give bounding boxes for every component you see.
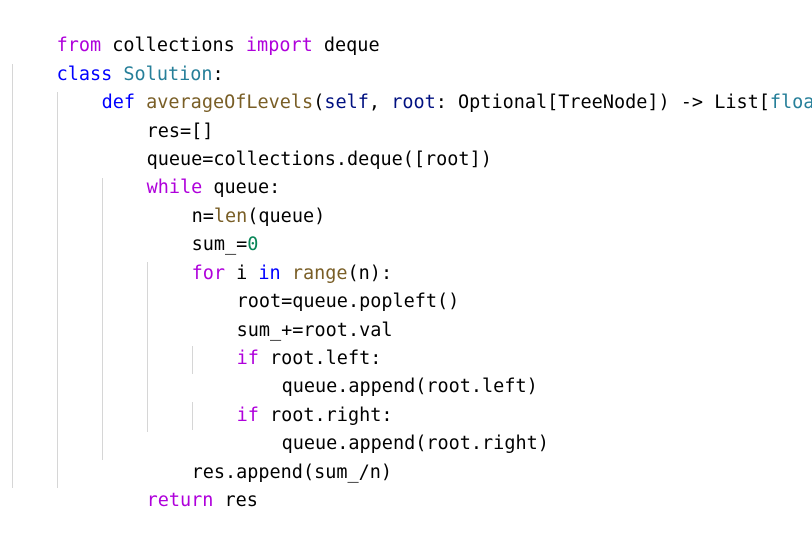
code-line-12[interactable]: if root.left: [192, 317, 382, 369]
statement: queue=collections.deque([root]) [146, 149, 492, 170]
statement: res=[] [146, 121, 214, 142]
code-editor[interactable]: from collections import deque class Solu… [0, 0, 812, 516]
code-line-6[interactable]: while queue: [102, 146, 281, 198]
condition: root.right: [258, 405, 393, 426]
class-name: Solution [123, 64, 213, 85]
code-line-7[interactable]: n=len(queue) [147, 175, 326, 227]
colon: : [212, 64, 224, 85]
indent-guide-level-5b [192, 402, 193, 430]
separator: , [368, 92, 392, 113]
statement: queue.append(root.right) [281, 433, 549, 454]
keyword-while: while [146, 177, 203, 198]
param-root: root [391, 92, 436, 113]
condition: queue: [202, 177, 281, 198]
statement: sum_+=root.val [236, 320, 393, 341]
type-annotations: : Optional[TreeNode]) -> List[ [435, 92, 770, 113]
statement: queue.append(root.left) [281, 376, 538, 397]
code-line-1[interactable]: from collections import deque [12, 4, 380, 56]
keyword-if: if [236, 348, 259, 369]
code-line-9[interactable]: for i in range(n): [147, 232, 393, 284]
imported-name: deque [312, 35, 380, 56]
indent-guide-level-1 [12, 64, 13, 488]
code-line-16[interactable]: res.append(sum_/n) [147, 431, 392, 483]
keyword-def: def [101, 92, 135, 113]
code-line-17[interactable]: return res [102, 459, 258, 511]
indent-guide-level-3 [102, 178, 103, 460]
code-line-15[interactable]: queue.append(root.right) [237, 402, 549, 454]
assign: sum_= [191, 234, 248, 255]
code-line-13[interactable]: queue.append(root.left) [237, 345, 538, 397]
module-name: collections [101, 35, 246, 56]
param-self: self [324, 92, 369, 113]
assign: n= [191, 206, 214, 227]
code-line-14[interactable]: if root.right: [192, 374, 393, 426]
code-line-2[interactable]: class Solution: [12, 33, 224, 85]
type-float: float [769, 92, 812, 113]
number-literal: 0 [247, 234, 259, 255]
code-line-5[interactable]: queue=collections.deque([root]) [102, 118, 492, 170]
builtin-range: range [291, 263, 348, 284]
indent-guide-level-2 [57, 92, 58, 488]
statement: res.append(sum_/n) [191, 462, 393, 483]
code-line-3[interactable]: def averageOfLevels(self, root: Optional… [57, 61, 812, 113]
indent-guide-level-5a [192, 346, 193, 374]
call-args: (n): [347, 263, 393, 284]
keyword-if: if [236, 405, 259, 426]
keyword-from: from [56, 35, 102, 56]
open-paren: ( [313, 92, 325, 113]
keyword-for: for [191, 263, 225, 284]
code-line-4[interactable]: res=[] [102, 90, 214, 142]
call-args: (queue) [247, 206, 326, 227]
indent-guide-level-4 [147, 262, 148, 432]
code-line-8[interactable]: sum_=0 [147, 203, 259, 255]
code-line-10[interactable]: root=queue.popleft() [192, 260, 460, 312]
keyword-in: in [258, 263, 281, 284]
keyword-return: return [146, 490, 214, 511]
code-line-11[interactable]: sum_+=root.val [192, 289, 393, 341]
function-name: averageOfLevels [146, 92, 314, 113]
keyword-class: class [56, 64, 113, 85]
loop-var: i [224, 263, 259, 284]
condition: root.left: [258, 348, 382, 369]
builtin-len: len [213, 206, 248, 227]
return-value: res [213, 490, 258, 511]
statement: root=queue.popleft() [236, 291, 460, 312]
keyword-import: import [245, 35, 313, 56]
